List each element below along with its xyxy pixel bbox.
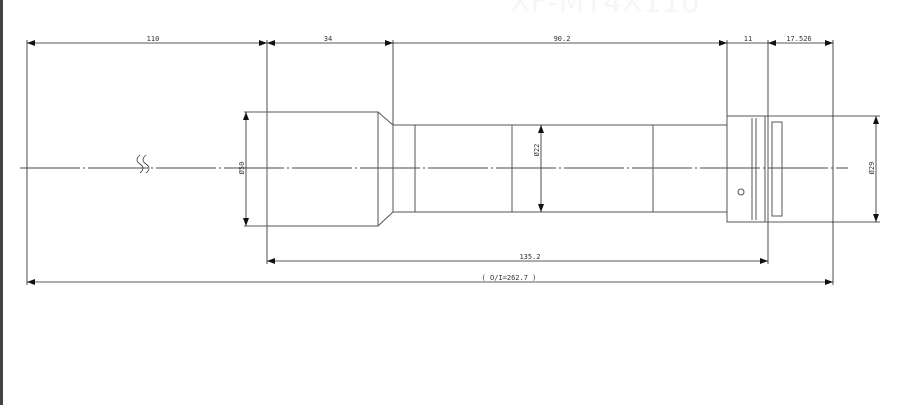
dim-object-to-image: ( O/I=262.7 ) [482,274,537,282]
left-frame-border [0,0,3,405]
diameter-dimensions [243,112,879,226]
dim-diameter-50: Ø50 [238,162,246,175]
lens-body [266,111,783,227]
dim-135-2: 135.2 [519,253,540,261]
dim-110: 110 [147,35,160,43]
dim-17-526: 17.526 [786,35,811,43]
dim-diameter-29: Ø29 [868,162,876,175]
extension-lines [26,40,880,285]
dim-90-2: 90.2 [554,35,571,43]
dim-diameter-22: Ø22 [533,144,541,157]
watermark: XF-MT4X110 [510,0,700,20]
break-symbol [136,154,150,174]
dim-34: 34 [324,35,332,43]
dim-11: 11 [744,35,752,43]
